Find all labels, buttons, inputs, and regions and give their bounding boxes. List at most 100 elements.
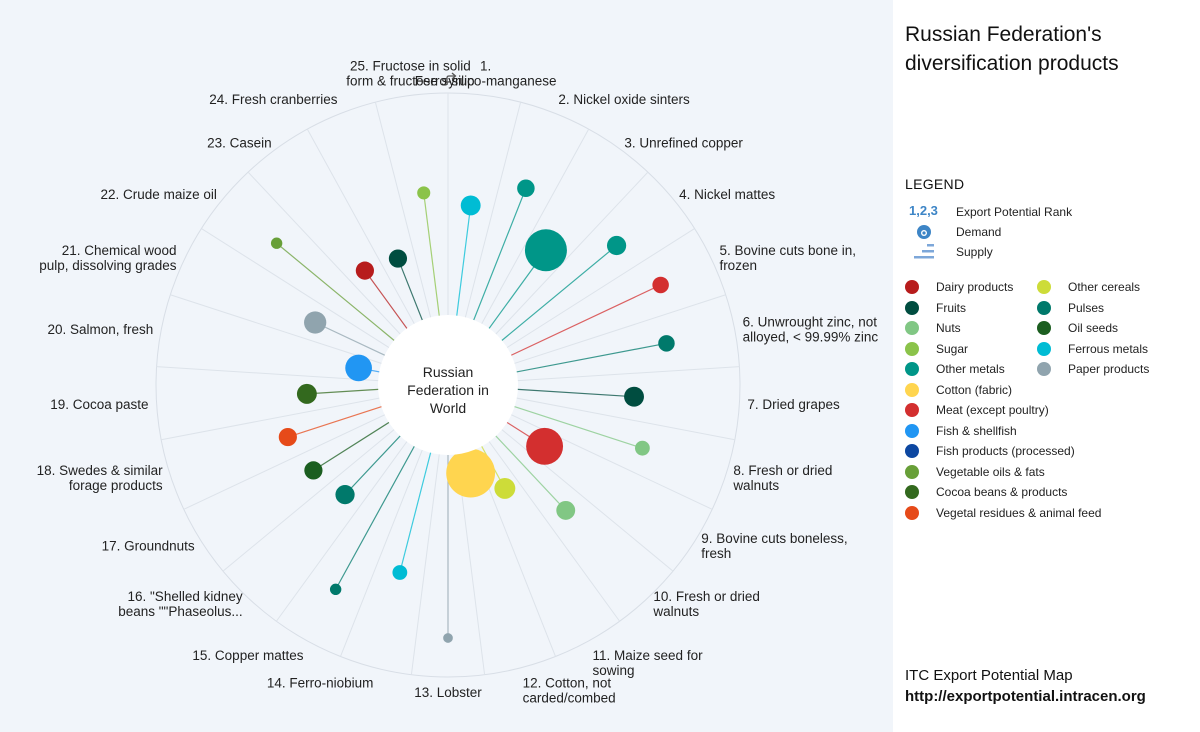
rank-9-label: 9. Bovine cuts boneless,fresh: [701, 531, 847, 561]
legend-swatch: [905, 444, 919, 458]
rank-22-bubble[interactable]: [270, 237, 283, 249]
panel-title: Russian Federation's diversification pro…: [905, 23, 1119, 75]
legend-label: Meat (except poultry): [936, 403, 1049, 417]
rank-23-label: 23. Casein: [207, 135, 272, 150]
rank-19-label-line: 19. Cocoa paste: [50, 397, 148, 412]
rank-24-label: 24. Fresh cranberries: [209, 92, 338, 107]
rank-glyph: 1,2,3: [909, 203, 938, 218]
legend-swatch: [905, 321, 919, 335]
rank-10-bubble[interactable]: [556, 500, 576, 520]
legend-label: Cotton (fabric): [936, 382, 1013, 397]
legend-label: Vegetable oils & fats: [936, 464, 1045, 479]
rank-7-bubble[interactable]: [624, 386, 644, 407]
rank-12-label-line: carded/combed: [523, 691, 616, 706]
rank-8-bubble[interactable]: [634, 440, 650, 456]
rank-5-bubble[interactable]: [652, 276, 669, 294]
rank-15-label-line: 15. Copper mattes: [192, 648, 303, 663]
rank-23-label-line: 23. Casein: [207, 135, 272, 150]
rank-21-bubble[interactable]: [304, 311, 327, 334]
legend-label: Fish products (processed): [936, 444, 1075, 458]
rank-2-label-line: 2. Nickel oxide sinters: [558, 92, 690, 107]
demand-bubble-icon: [905, 223, 945, 241]
rank-22-label: 22. Crude maize oil: [101, 187, 217, 202]
legend-swatch: [1037, 341, 1051, 356]
rank-15-bubble[interactable]: [329, 583, 342, 596]
legend-label: Paper products: [1068, 362, 1150, 376]
reset-arrow-icon[interactable]: [446, 72, 457, 85]
rank-1-label-line: Ferro-silico-manganese: [415, 73, 557, 88]
rank-1-bubble[interactable]: [460, 195, 481, 216]
legend-label: Cocoa beans & products: [936, 485, 1068, 499]
center-disc: [378, 315, 518, 455]
rank-10-label-line: 10. Fresh or dried: [653, 589, 760, 604]
rank-4-bubble[interactable]: [606, 235, 627, 256]
rank-22-label-line: 22. Crude maize oil: [101, 187, 217, 202]
rank-2-label: 2. Nickel oxide sinters: [558, 92, 690, 107]
legend-swatch: [1037, 300, 1051, 315]
rank-13-label: 13. Lobster: [414, 685, 482, 700]
rank-11-label-line: 11. Maize seed for: [593, 648, 704, 663]
bubble-layer: [270, 179, 675, 643]
rank-23-bubble[interactable]: [355, 261, 374, 280]
rank-3-bubble[interactable]: [524, 229, 567, 272]
rank-11-bubble[interactable]: [494, 477, 516, 499]
rank-3-label-line: 3. Unrefined copper: [624, 135, 743, 150]
rank-11-label-line: sowing: [593, 663, 635, 678]
legend-swatch: [905, 362, 919, 376]
rank-5-label: 5. Bovine cuts bone in,frozen: [719, 243, 856, 273]
rank-19-label: 19. Cocoa paste: [50, 397, 148, 412]
legend-swatch: [905, 280, 919, 294]
rank-19-bubble[interactable]: [296, 383, 317, 404]
rank-24-bubble[interactable]: [388, 249, 408, 268]
footer-url-link[interactable]: http://exportpotential.intracen.org: [905, 688, 1146, 705]
legend-label: Vegetal residues & animal feed: [936, 505, 1102, 520]
rank-24-label-line: 24. Fresh cranberries: [209, 92, 338, 107]
rank-18-bubble[interactable]: [278, 427, 297, 447]
rank-17-label-line: 17. Groundnuts: [102, 539, 195, 554]
rank-16-bubble[interactable]: [335, 485, 355, 505]
rank-1-label: 1.Ferro-silico-manganese: [415, 58, 557, 88]
rank-14-bubble[interactable]: [392, 565, 408, 580]
rank-13-label-line: 13. Lobster: [414, 685, 482, 700]
rank-3-label: 3. Unrefined copper: [624, 135, 743, 150]
rank-2-bubble[interactable]: [517, 179, 535, 198]
legend-key-label: Demand: [956, 225, 1002, 239]
rank-numbers-icon: 1,2,3: [905, 203, 945, 221]
rank-17-label: 17. Groundnuts: [102, 539, 195, 554]
rank-10-label-line: walnuts: [652, 604, 699, 619]
rank-14-label: 14. Ferro-niobium: [267, 676, 374, 691]
rank-13-bubble[interactable]: [443, 633, 453, 643]
rank-20-label: 20. Salmon, fresh: [48, 322, 154, 337]
side-panel: Russian Federation's diversification pro…: [893, 0, 1200, 732]
center-label-line-2: Federation in: [407, 382, 489, 398]
rank-9-bubble[interactable]: [526, 427, 564, 465]
radial-chart: Russian Federation in World 1.Ferro-sili…: [37, 58, 879, 705]
rank-9-label-line: fresh: [701, 546, 731, 561]
footer-title: ITC Export Potential Map: [905, 667, 1073, 684]
chart-area: Russian Federation in World 1.Ferro-sili…: [0, 0, 893, 732]
rank-6-bubble[interactable]: [658, 335, 675, 352]
rank-5-label-line: frozen: [719, 258, 757, 273]
rank-12-bubble[interactable]: [446, 448, 496, 498]
legend-swatch: [1037, 321, 1051, 335]
rank-21-label-line: pulp, dissolving grades: [39, 258, 177, 273]
rank-5-label-line: 5. Bovine cuts bone in,: [719, 243, 856, 258]
rank-25-label-line: form & fructose syrup: [346, 73, 474, 88]
legend-swatch: [905, 300, 919, 315]
rank-25-bubble[interactable]: [417, 186, 431, 200]
legend-swatch: [905, 464, 919, 479]
legend-swatch: [1037, 280, 1051, 294]
rank-20-bubble[interactable]: [345, 354, 372, 382]
rank-4-label: 4. Nickel mattes: [679, 187, 775, 202]
rank-17-bubble[interactable]: [304, 461, 323, 480]
rank-16-label-line: beans ""Phaseolus...: [118, 604, 242, 619]
